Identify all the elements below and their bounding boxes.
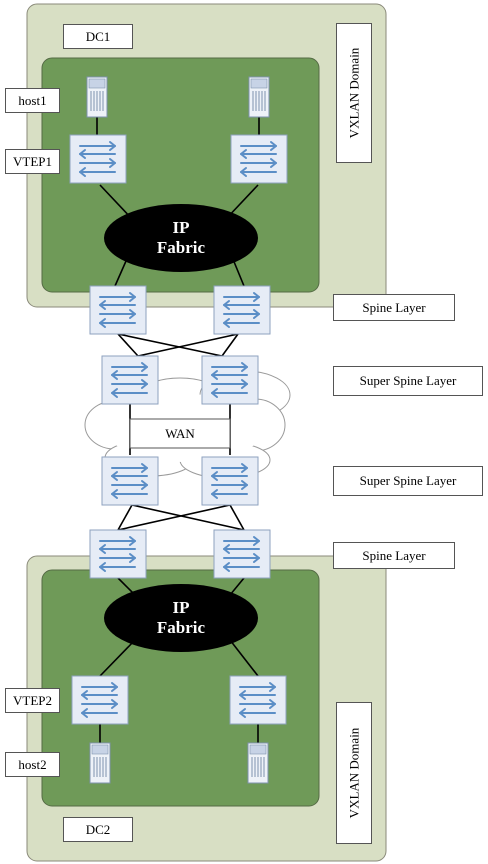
server-dc2-2 <box>247 742 269 784</box>
switch-vtep1 <box>69 134 127 184</box>
switch-dc1-leaf2 <box>230 134 288 184</box>
fabric-label-line2: Fabric <box>156 238 206 257</box>
fabric-label-line1: IP <box>172 218 190 237</box>
host1-label: host1 <box>5 88 60 113</box>
vtep1-label: VTEP1 <box>5 149 60 174</box>
host2-label: host2 <box>5 752 60 777</box>
dc2-vxlan-domain-label: VXLAN Domain <box>336 702 372 844</box>
super-spine-layer-bottom-label: Super Spine Layer <box>333 466 483 496</box>
switch-spine-top-left <box>89 285 147 335</box>
server-dc1-2 <box>248 76 270 118</box>
switch-super-spine-top-right <box>201 355 259 405</box>
ip-fabric-dc2 <box>104 584 258 652</box>
switch-super-spine-bottom-left <box>101 456 159 506</box>
wan-box <box>129 418 231 449</box>
switch-super-spine-bottom-right <box>201 456 259 506</box>
server-host2 <box>89 742 111 784</box>
dc1-vxlan-domain-label: VXLAN Domain <box>336 23 372 163</box>
vxlan-domain-text: VXLAN Domain <box>346 47 362 139</box>
switch-spine-top-right <box>213 285 271 335</box>
server-host1 <box>86 76 108 118</box>
dc2-label: DC2 <box>63 817 133 842</box>
vtep2-label: VTEP2 <box>5 688 60 713</box>
switch-super-spine-top-left <box>101 355 159 405</box>
spine-layer-top-label: Spine Layer <box>333 294 455 321</box>
ip-fabric-dc1 <box>104 204 258 272</box>
vxlan-domain-text: VXLAN Domain <box>346 727 362 819</box>
dc1-label: DC1 <box>63 24 133 49</box>
super-spine-layer-top-label: Super Spine Layer <box>333 366 483 396</box>
switch-vtep2 <box>71 675 129 725</box>
links <box>96 117 260 743</box>
fabric-label-line1: IP <box>172 598 190 617</box>
wan-label: WAN <box>165 425 195 441</box>
ip-fabric-dc2-label: IP Fabric <box>104 598 258 638</box>
spine-layer-bottom-label: Spine Layer <box>333 542 455 569</box>
ip-fabric-dc1-label: IP Fabric <box>104 218 258 258</box>
fabric-label-line2: Fabric <box>156 618 206 637</box>
switch-spine-bottom-left <box>89 529 147 579</box>
switch-dc2-leaf2 <box>229 675 287 725</box>
switch-spine-bottom-right <box>213 529 271 579</box>
